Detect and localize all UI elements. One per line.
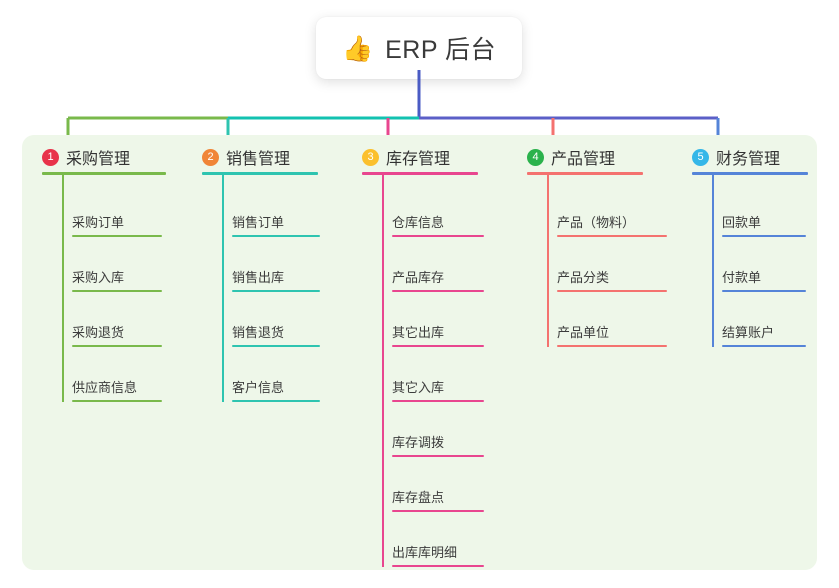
module-item[interactable]: 供应商信息 xyxy=(72,347,162,402)
module-item-rule xyxy=(557,235,667,237)
module-item-label: 付款单 xyxy=(722,270,762,285)
module-item[interactable]: 其它出库 xyxy=(392,292,484,347)
module-item-rule xyxy=(392,290,484,292)
module-item-rule xyxy=(557,345,667,347)
module-header-rule xyxy=(362,172,478,175)
module-item-label: 出库库明细 xyxy=(392,545,458,560)
module-item-rule xyxy=(232,400,320,402)
module-item[interactable]: 产品（物料） xyxy=(557,182,667,237)
module-item-label: 产品（物料） xyxy=(557,215,636,230)
module-item[interactable]: 采购退货 xyxy=(72,292,162,347)
module-item[interactable]: 其它入库 xyxy=(392,347,484,402)
module-header-rule xyxy=(692,172,808,175)
module-item-rule xyxy=(392,510,484,512)
module-item-label: 产品单位 xyxy=(557,325,610,340)
module-item-rule xyxy=(72,235,162,237)
module-item-label: 销售退货 xyxy=(232,325,285,340)
module-item-label: 库存盘点 xyxy=(392,490,445,505)
module-title: 库存管理 xyxy=(386,151,451,168)
module-item-label: 销售订单 xyxy=(232,215,285,230)
module-columns: 1 采购管理采购订单采购入库采购退货供应商信息 2 销售管理销售订单销售出库销售退货客… xyxy=(22,135,817,570)
module-item-label: 结算账户 xyxy=(722,325,775,340)
module-item[interactable]: 库存调拨 xyxy=(392,402,484,457)
root-node[interactable]: 👍 ERP 后台 xyxy=(316,17,522,79)
module-header[interactable]: 3 库存管理 xyxy=(362,145,450,169)
module-header-rule xyxy=(202,172,318,175)
module-spine xyxy=(547,173,549,347)
module-item-label: 其它入库 xyxy=(392,380,445,395)
module-header-rule xyxy=(42,172,166,175)
module-title: 采购管理 xyxy=(66,151,131,168)
module-title: 财务管理 xyxy=(716,151,781,168)
module-item-label: 仓库信息 xyxy=(392,215,445,230)
module-header[interactable]: 2 销售管理 xyxy=(202,145,290,169)
module-item[interactable]: 产品单位 xyxy=(557,292,667,347)
module-item-label: 采购退货 xyxy=(72,325,125,340)
module-item[interactable]: 回款单 xyxy=(722,182,806,237)
module-item-label: 其它出库 xyxy=(392,325,445,340)
module-number-badge: 4 xyxy=(527,148,544,166)
module-header-rule xyxy=(527,172,643,175)
module-item[interactable]: 销售出库 xyxy=(232,237,320,292)
module-item-rule xyxy=(557,290,667,292)
module-spine xyxy=(712,173,714,347)
module-item-rule xyxy=(722,290,806,292)
module-item-rule xyxy=(232,290,320,292)
module-item[interactable]: 结算账户 xyxy=(722,292,806,347)
modules-panel: 1 采购管理采购订单采购入库采购退货供应商信息 2 销售管理销售订单销售出库销售退货客… xyxy=(22,135,817,570)
module-number-badge: 3 xyxy=(362,148,379,166)
module-item[interactable]: 销售退货 xyxy=(232,292,320,347)
module-item[interactable]: 采购入库 xyxy=(72,237,162,292)
module-item-rule xyxy=(72,400,162,402)
module-spine xyxy=(222,173,224,402)
module-item-rule xyxy=(232,345,320,347)
module-header[interactable]: 1 采购管理 xyxy=(42,145,130,169)
module-number-badge: 2 xyxy=(202,148,219,166)
module-item-rule xyxy=(232,235,320,237)
module-item[interactable]: 产品分类 xyxy=(557,237,667,292)
module-title: 销售管理 xyxy=(226,151,291,168)
module-item-label: 产品分类 xyxy=(557,270,610,285)
module-spine xyxy=(382,173,384,567)
module-item-label: 采购入库 xyxy=(72,270,125,285)
module-item[interactable]: 付款单 xyxy=(722,237,806,292)
module-item-rule xyxy=(72,290,162,292)
module-item[interactable]: 产品库存 xyxy=(392,237,484,292)
thumbs-up-icon: 👍 xyxy=(341,33,374,63)
module-item-label: 采购订单 xyxy=(72,215,125,230)
module-item-rule xyxy=(392,345,484,347)
module-item-rule xyxy=(722,345,806,347)
module-item[interactable]: 采购订单 xyxy=(72,182,162,237)
module-item[interactable]: 客户信息 xyxy=(232,347,320,402)
module-item-rule xyxy=(72,345,162,347)
module-item-rule xyxy=(392,400,484,402)
root-title: ERP 后台 xyxy=(385,36,497,64)
module-spine xyxy=(62,173,64,402)
module-item[interactable]: 库存盘点 xyxy=(392,457,484,512)
module-item-rule xyxy=(722,235,806,237)
module-item-rule xyxy=(392,235,484,237)
module-item-label: 产品库存 xyxy=(392,270,445,285)
module-number-badge: 1 xyxy=(42,148,59,166)
module-item[interactable]: 出库库明细 xyxy=(392,512,484,567)
module-item-label: 供应商信息 xyxy=(72,380,138,395)
module-item[interactable]: 销售订单 xyxy=(232,182,320,237)
module-item-label: 销售出库 xyxy=(232,270,285,285)
module-item-label: 客户信息 xyxy=(232,380,285,395)
module-header[interactable]: 5 财务管理 xyxy=(692,145,780,169)
module-item-label: 库存调拨 xyxy=(392,435,445,450)
module-number-badge: 5 xyxy=(692,148,709,166)
module-item-rule xyxy=(392,565,484,567)
module-item[interactable]: 仓库信息 xyxy=(392,182,484,237)
module-header[interactable]: 4 产品管理 xyxy=(527,145,615,169)
module-title: 产品管理 xyxy=(551,151,616,168)
module-item-label: 回款单 xyxy=(722,215,762,230)
module-item-rule xyxy=(392,455,484,457)
